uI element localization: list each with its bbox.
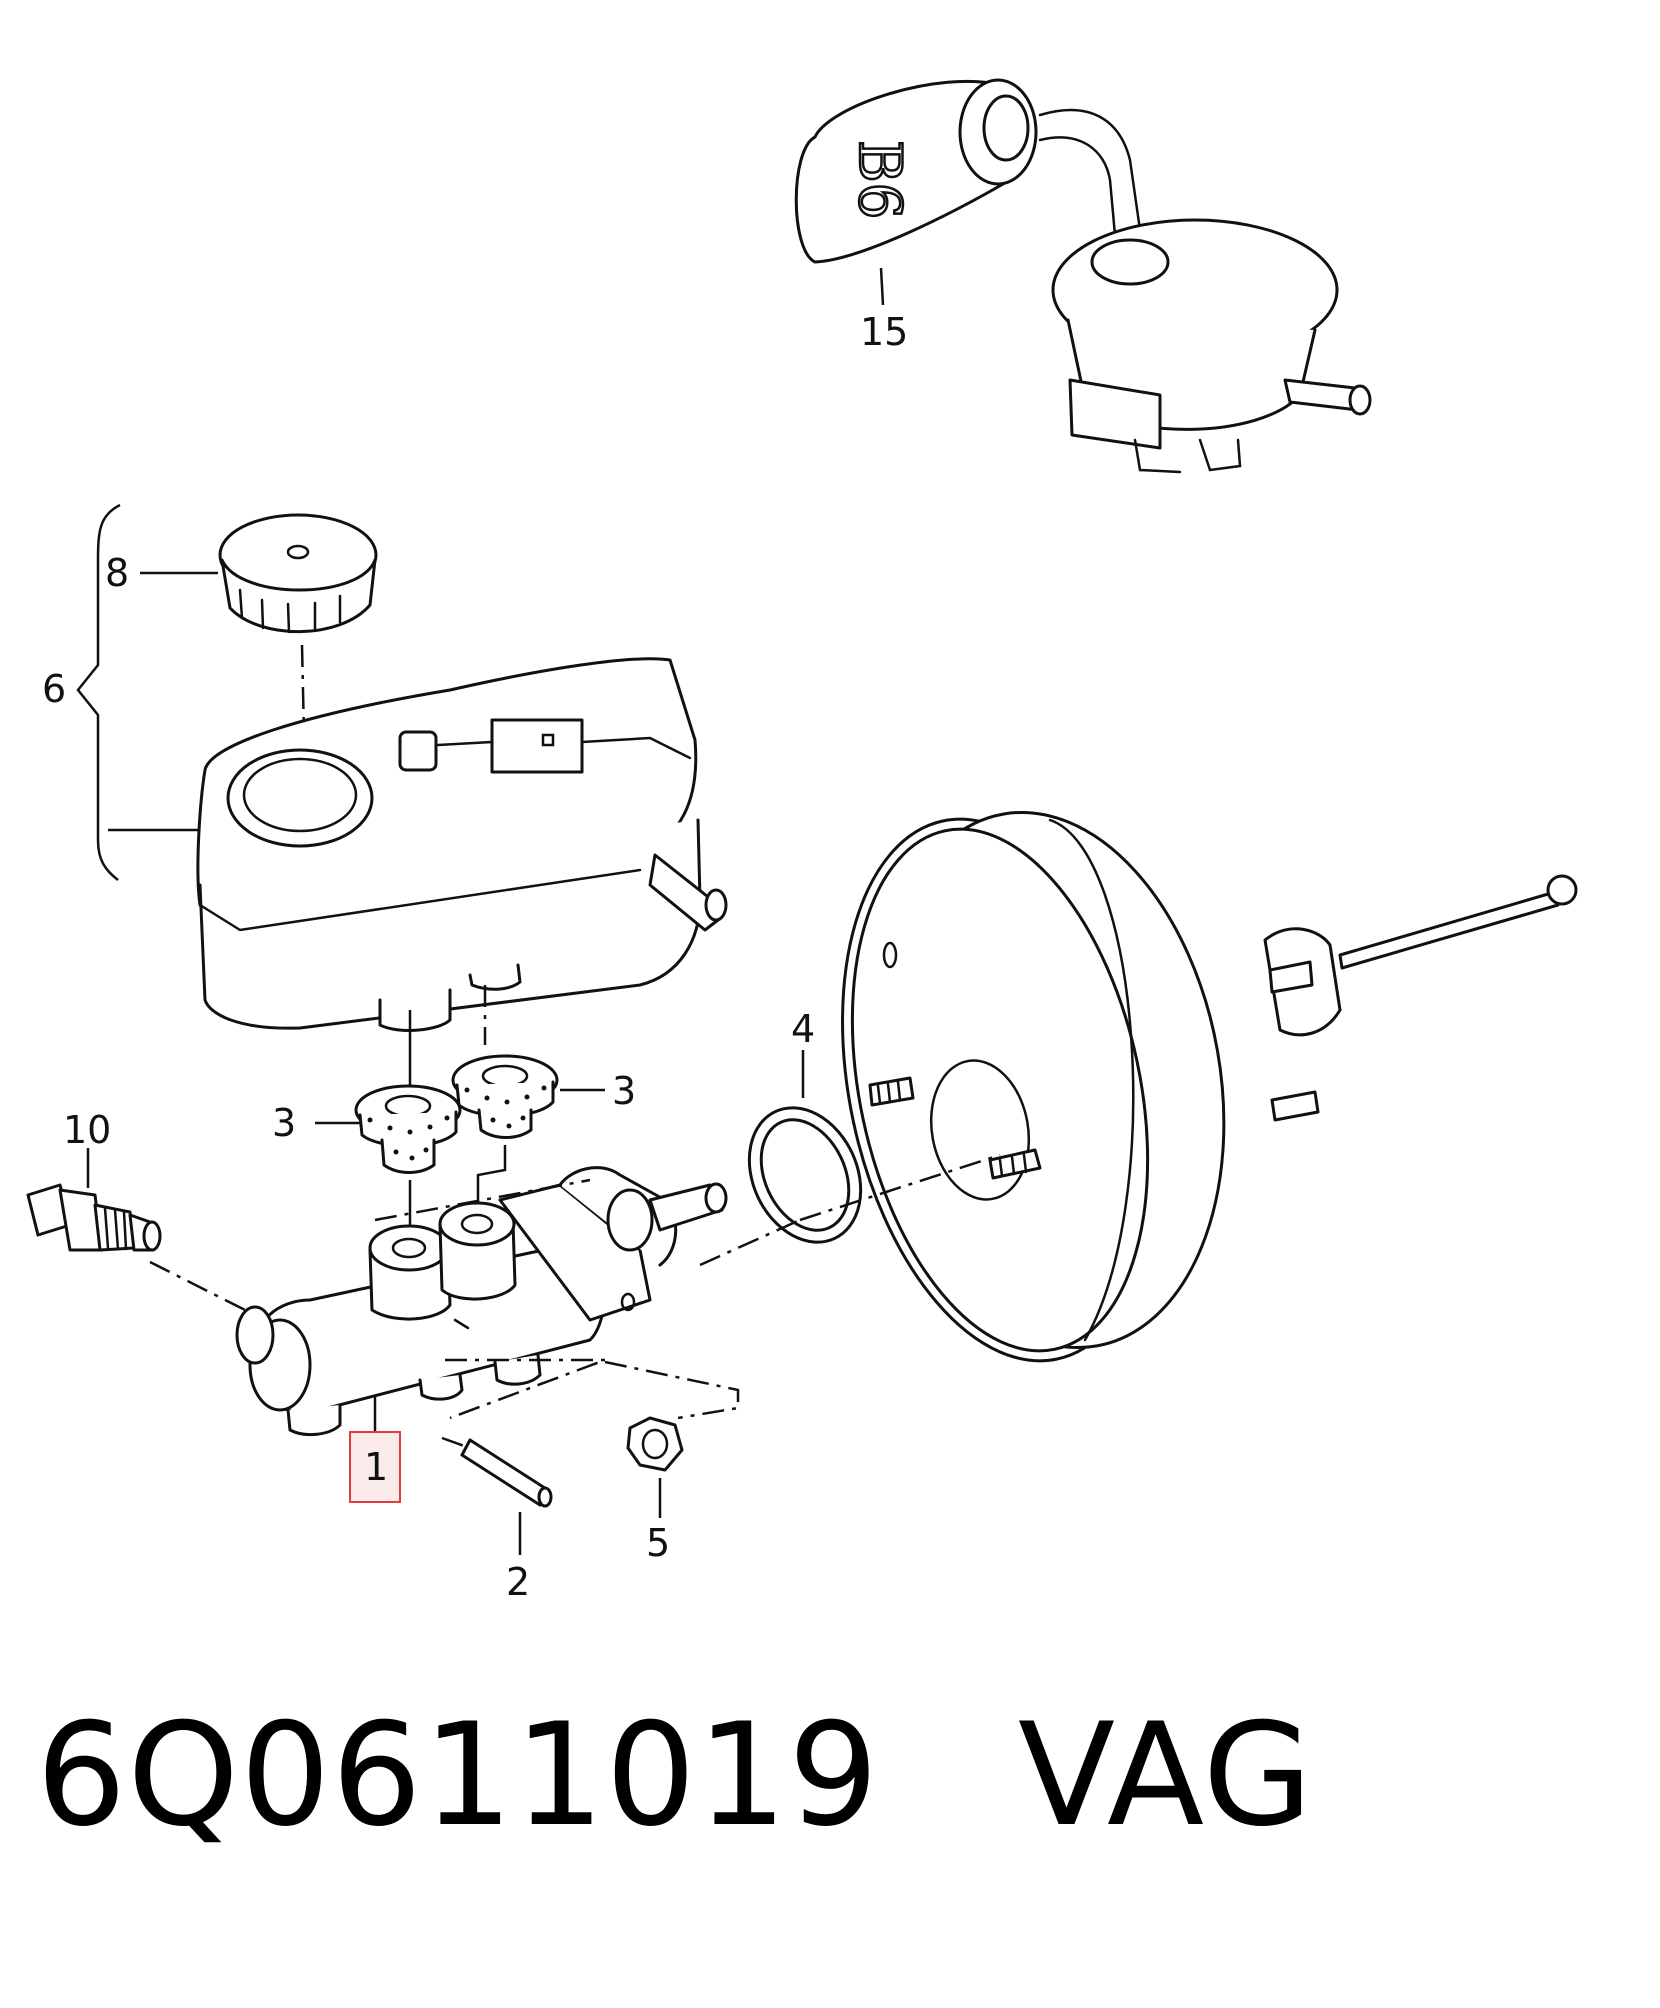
part-number-caption: 6Q0611019 VAG (36, 1693, 1314, 1858)
callout-5: 5 (646, 1521, 670, 1565)
master-cylinder (235, 1166, 728, 1437)
reservoir-bracket (76, 503, 200, 881)
container-lettering: B6 (846, 140, 914, 220)
hose (1038, 108, 1142, 237)
nut (626, 1416, 684, 1472)
callout-8: 8 (105, 551, 129, 595)
sensor (26, 1183, 162, 1252)
callout-3-left: 3 (272, 1101, 296, 1145)
brake-booster (841, 810, 1578, 1363)
callout-15: 15 (860, 310, 908, 354)
callout-10: 10 (63, 1108, 111, 1152)
callout-6: 6 (42, 667, 66, 711)
grommet-right (451, 1054, 559, 1139)
vacuum-unit (1051, 218, 1372, 474)
reservoir-cap (218, 513, 378, 634)
gasket (747, 1106, 863, 1244)
callout-2: 2 (506, 1560, 530, 1604)
brake-fluid-container: B6 (794, 78, 1038, 264)
callout-4: 4 (791, 1007, 815, 1051)
pin (460, 1438, 553, 1508)
callout-1: 1 (364, 1445, 388, 1489)
master-cylinder-highlight (349, 1431, 401, 1503)
reservoir (196, 657, 728, 1032)
callout-3-right: 3 (612, 1069, 636, 1113)
grommet-left (354, 1084, 462, 1174)
